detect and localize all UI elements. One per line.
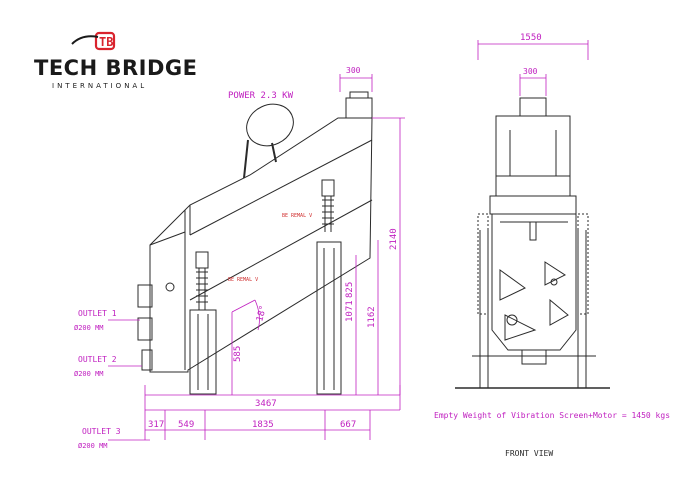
spring-right [316,179,342,395]
dim-seg4: 667 [340,420,356,430]
front-top-width-label: 300 [523,67,538,76]
inlet-box [345,97,373,119]
front-view [455,97,610,389]
outlet-2-name: OUTLET 2 [78,355,117,364]
power-label: POWER 2.3 KW [228,91,294,101]
dim-overall-length: 3467 [255,399,277,409]
front-width-label: 1550 [520,33,542,43]
dim-seg2: 549 [178,420,194,430]
top-width-label: 300 [346,66,361,75]
outlet-1-name: OUTLET 1 [78,309,117,318]
front-hopper [491,213,577,351]
dim-h-total: 1162 [367,306,377,328]
dim-seg1: 317 [148,420,164,430]
vibration-motor [246,103,294,147]
side-dimensions [108,74,405,441]
dim-h-mid: 1071 [345,300,355,322]
front-view-caption: FRONT VIEW [505,449,553,458]
motor-label-b: BE REMAL V [228,277,258,283]
front-dimensions [477,40,589,96]
dim-h-low: 585 [233,346,243,362]
brand-logo-icon: TB [71,31,116,51]
outlet-3-name: OUTLET 3 [82,427,121,436]
motor-label-a: BE REMAL V [282,213,312,219]
dim-h-full: 2140 [389,228,399,250]
brand-name: TECH BRIDGE [34,56,198,80]
brand-monogram: TB [99,35,113,49]
dim-seg3: 1835 [252,420,274,430]
outlet-2-size: Ø200 MM [74,370,104,378]
weight-note: Empty Weight of Vibration Screen+Motor =… [434,411,670,420]
outlet-3-size: Ø200 MM [78,442,108,450]
spring-left [189,251,217,395]
front-inlet [519,97,547,117]
side-view [137,91,373,395]
dim-h-mid2: 825 [345,282,355,298]
screen-body [149,117,373,373]
brand-sub: INTERNATIONAL [52,82,148,90]
angle-label: 18° [255,304,269,322]
outlet-1-size: Ø200 MM [74,324,104,332]
